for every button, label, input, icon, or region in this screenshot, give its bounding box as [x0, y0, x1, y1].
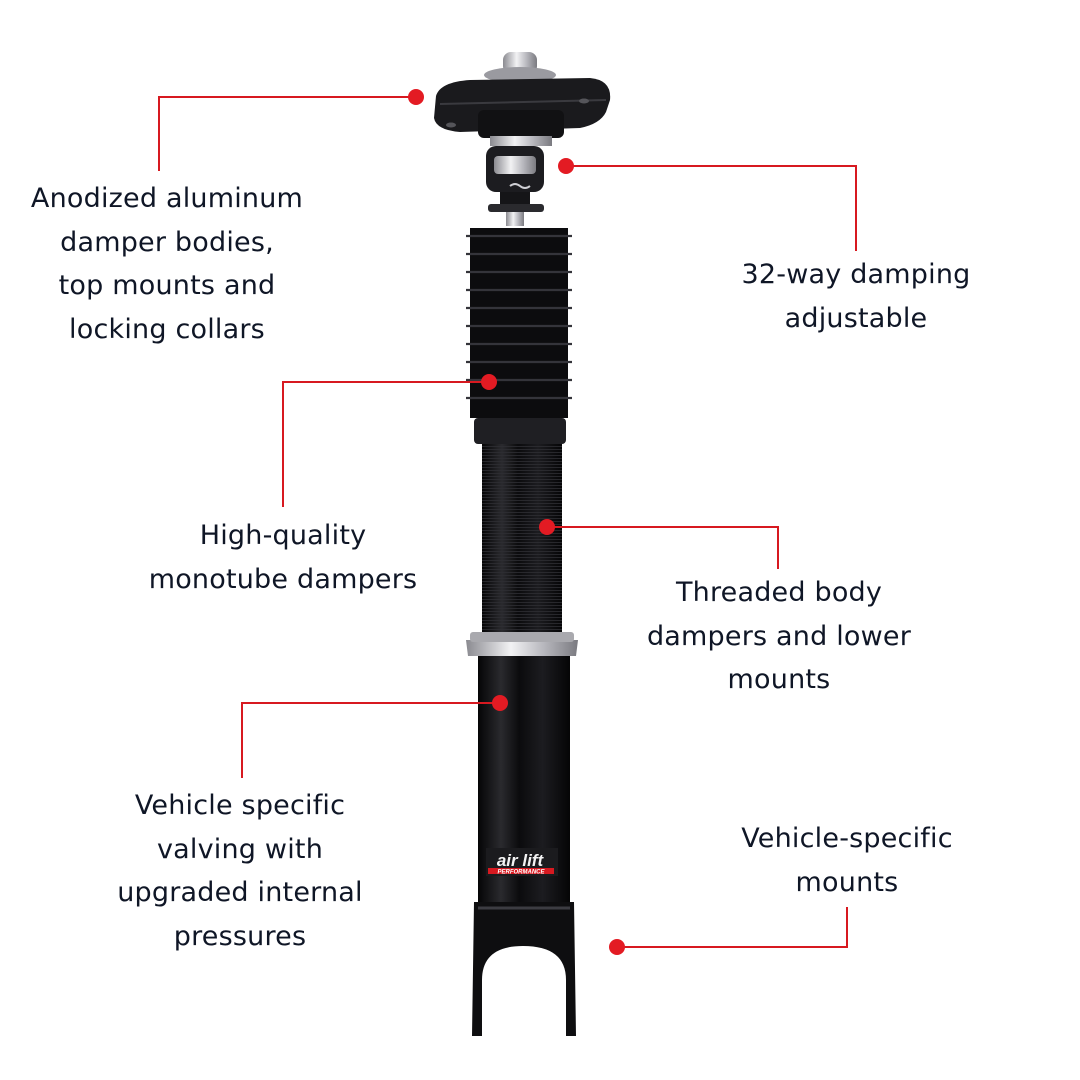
- svg-text:PERFORMANCE: PERFORMANCE: [497, 870, 545, 876]
- callout-line-valving: [241, 702, 500, 778]
- callout-monotube-dampers: High-quality monotube dampers: [148, 520, 418, 595]
- callout-line-threaded: [548, 526, 779, 569]
- callout-dot-anodized: [408, 89, 424, 105]
- lower-damper-body: air lift PERFORMANCE: [478, 656, 570, 902]
- top-mount-plate: [434, 78, 611, 146]
- lower-clevis-mount: [472, 902, 576, 1036]
- locking-collar: [466, 632, 578, 656]
- callout-32-way-damping: 32-way damping adjustable: [741, 259, 971, 334]
- callout-dot-monotube: [481, 374, 497, 390]
- callout-dot-threaded: [539, 519, 555, 535]
- dust-boot-bellows: [466, 228, 572, 444]
- callout-line-monotube: [282, 381, 488, 507]
- callout-line-mounts: [617, 907, 848, 948]
- callout-dot-mounts: [609, 939, 625, 955]
- callout-vehicle-specific-valving: Vehicle specific valving with upgraded i…: [117, 790, 363, 952]
- damping-adjuster-knob: [486, 146, 544, 226]
- callout-line-damping: [567, 165, 857, 251]
- callout-anodized-aluminum: Anodized aluminum damper bodies, top mou…: [30, 183, 304, 345]
- callout-threaded-body: Threaded body dampers and lower mounts: [646, 577, 912, 695]
- callout-dot-valving: [492, 695, 508, 711]
- brand-logo-text: air lift: [497, 851, 545, 870]
- threaded-body: [482, 444, 562, 640]
- top-stud: [484, 52, 556, 83]
- callout-dot-damping: [558, 158, 574, 174]
- callout-line-anodized: [158, 96, 415, 171]
- callout-vehicle-specific-mounts: Vehicle-specific mounts: [741, 823, 953, 898]
